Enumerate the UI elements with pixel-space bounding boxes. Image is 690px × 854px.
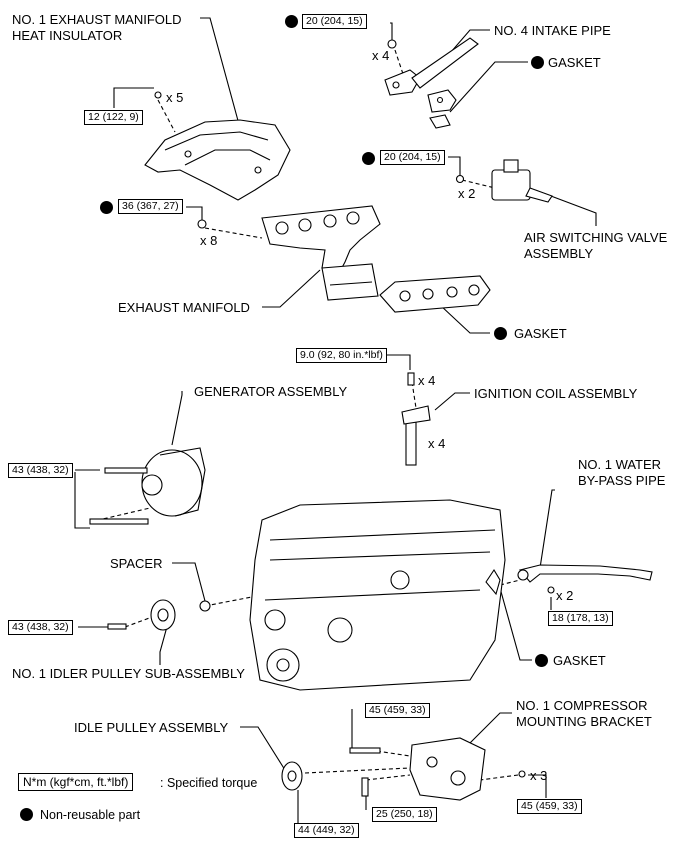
leader-bracket [469, 712, 512, 744]
label-gasket-low: GASKET [553, 653, 606, 668]
label-air-switching-2: ASSEMBLY [524, 246, 594, 261]
legend-torque-text: : Specified torque [160, 776, 258, 790]
torque-water-pipe: 18 (178, 13) [548, 611, 613, 626]
torque-intake-pipe: 20 (204, 15) [302, 14, 367, 29]
qty-water: x 2 [556, 588, 574, 603]
torque-air-switching: 20 (204, 15) [380, 150, 445, 165]
leader-exhaust-manifold [262, 269, 321, 308]
leader-gasket-low [499, 587, 532, 661]
label-water-pipe: NO. 1 WATER [578, 457, 662, 472]
nonreusable-dot-intake-bolt [285, 15, 298, 28]
nonreusable-dot-manifold-nut [100, 201, 113, 214]
air-switching-valve-part [491, 159, 553, 203]
leader-water-pipe [539, 489, 555, 569]
torque-bracket-right: 45 (459, 33) [517, 799, 582, 814]
intake-pipe-part [384, 37, 479, 96]
torque-heat-insulator: 12 (122, 9) [84, 110, 143, 125]
torque-bracket-top: 45 (459, 33) [365, 703, 430, 718]
engine-block-part [249, 499, 506, 691]
qty-air: x 2 [458, 186, 476, 201]
label-compressor-bracket-2: MOUNTING BRACKET [516, 714, 652, 729]
torque-exhaust-manifold: 36 (367, 27) [118, 199, 183, 214]
label-gasket-mid: GASKET [514, 326, 567, 341]
gasket-mid-part [379, 275, 491, 313]
label-idle-pulley: IDLE PULLEY ASSEMBLY [74, 720, 229, 735]
legend-torque-box: N*m (kgf*cm, ft.*lbf) [18, 773, 134, 791]
torque-bracket-mid: 25 (250, 18) [372, 807, 437, 822]
leader-generator [171, 391, 183, 446]
leader-spacer [172, 562, 206, 602]
label-heat-insulator: NO. 1 EXHAUST MANIFOLD [12, 12, 182, 27]
leader-gasket-mid [439, 304, 490, 334]
exhaust-manifold-part [261, 205, 381, 301]
leader-gasket-top [449, 61, 528, 113]
label-generator: GENERATOR ASSEMBLY [194, 384, 348, 399]
nonreusable-dot-gasket-low [535, 654, 548, 667]
qty-bracket: x 3 [530, 768, 548, 783]
qty-manifold: x 8 [200, 233, 218, 248]
torque-generator: 43 (438, 32) [8, 463, 73, 478]
torque-ignition-coil: 9.0 (92, 80 in.*lbf) [296, 348, 387, 363]
gasket-top-part [427, 89, 457, 129]
legend-nonreusable-dot [20, 808, 33, 821]
torque-idler-pulley: 43 (438, 32) [8, 620, 73, 635]
leader-heat-insulator [200, 17, 241, 129]
label-ignition-coil: IGNITION COIL ASSEMBLY [474, 386, 638, 401]
gasket-low-part [485, 568, 501, 596]
label-spacer: SPACER [110, 556, 163, 571]
leader-idle-pulley [240, 726, 286, 771]
label-compressor-bracket: NO. 1 COMPRESSOR [516, 698, 648, 713]
generator-part [89, 447, 206, 525]
label-gasket-top: GASKET [548, 55, 601, 70]
label-air-switching: AIR SWITCHING VALVE [524, 230, 668, 245]
label-exhaust-manifold: EXHAUST MANIFOLD [118, 300, 250, 315]
label-intake-pipe: NO. 4 INTAKE PIPE [494, 23, 611, 38]
idler-pulley-part [107, 599, 176, 631]
nonreusable-dot-gasket-top [531, 56, 544, 69]
qty-ignition-bolt: x 4 [418, 373, 436, 388]
label-idler-pulley-sub: NO. 1 IDLER PULLEY SUB-ASSEMBLY [12, 666, 245, 681]
leader-ignition-coil [434, 392, 470, 411]
qty-insulator: x 5 [166, 90, 184, 105]
nonreusable-dot-air-bolt [362, 152, 375, 165]
leader-idler-sub [159, 622, 169, 665]
label-water-pipe-2: BY-PASS PIPE [578, 473, 666, 488]
qty-ignition-coil: x 4 [428, 436, 446, 451]
leader-air-switching [534, 189, 597, 226]
water-pipe-part [517, 564, 653, 583]
label-heat-insulator-2: HEAT INSULATOR [12, 28, 123, 43]
nonreusable-dot-gasket-mid [494, 327, 507, 340]
heat-insulator-part [144, 119, 291, 201]
compressor-bracket-part [349, 737, 526, 801]
idle-pulley-part [281, 761, 303, 791]
spacer-part [199, 600, 211, 612]
legend-nonreusable-text: Non-reusable part [40, 808, 141, 822]
ignition-coil-part [401, 372, 431, 466]
torque-idle-pulley: 44 (449, 32) [294, 823, 359, 838]
qty-intake: x 4 [372, 48, 390, 63]
